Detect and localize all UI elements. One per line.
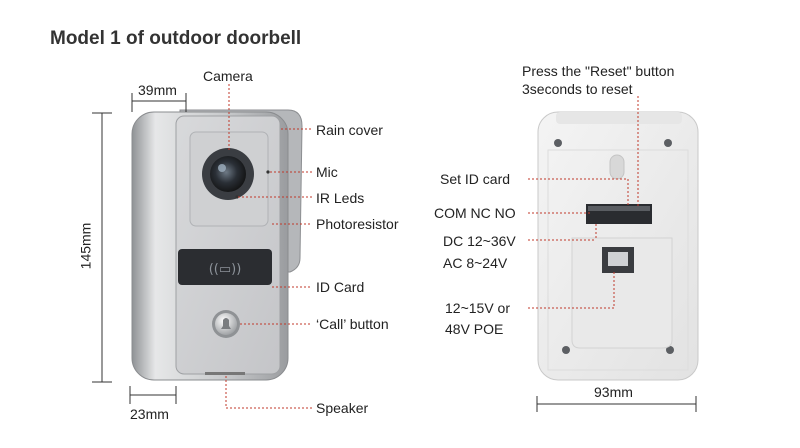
rj45-port-inner xyxy=(608,252,628,266)
front-callouts xyxy=(225,84,312,409)
set-id-card-label: Set ID card xyxy=(440,171,511,187)
screw-hole xyxy=(554,139,562,147)
photoresistor-label: Photoresistor xyxy=(316,216,399,232)
speaker-slot xyxy=(205,372,245,375)
camera-lens-glint xyxy=(218,164,226,172)
back-width-dimension-label: 93mm xyxy=(594,384,633,400)
mounting-slot xyxy=(609,154,625,180)
reset-instruction-line2: 3seconds to reset xyxy=(522,81,633,97)
depth-dimension-label: 23mm xyxy=(130,406,169,422)
screw-hole xyxy=(562,346,570,354)
ir-led-dot xyxy=(235,195,239,199)
poe-line2-label: 48V POE xyxy=(445,321,504,337)
call-button-label: ‘Call’ button xyxy=(316,316,389,332)
terminal-labels-strip xyxy=(588,206,650,211)
back-dimension-lines xyxy=(536,396,697,412)
width-dimension-label: 39mm xyxy=(138,82,177,98)
ir-leds-label: IR Leds xyxy=(316,190,365,206)
bell-icon xyxy=(221,318,231,329)
page-title: Model 1 of outdoor doorbell xyxy=(50,28,302,49)
mic-hole xyxy=(266,170,270,174)
back-callouts xyxy=(528,96,639,309)
screw-hole xyxy=(664,139,672,147)
height-dimension-label: 145mm xyxy=(77,222,94,270)
camera-label: Camera xyxy=(203,68,253,84)
lower-recess xyxy=(571,237,673,349)
dc-voltage-label: DC 12~36V xyxy=(443,233,516,249)
reset-instruction-line1: Press the "Reset" button xyxy=(522,63,675,79)
screw-hole xyxy=(666,346,674,354)
rfid-icon: ((▭)) xyxy=(209,262,242,277)
com-nc-no-label: COM NC NO xyxy=(434,205,516,221)
id-card-label: ID Card xyxy=(316,279,365,295)
poe-line1-label: 12~15V or xyxy=(445,300,510,316)
speaker-label: Speaker xyxy=(316,400,369,416)
front-dimension-lines xyxy=(92,93,187,404)
back-device xyxy=(537,111,699,381)
ac-voltage-label: AC 8~24V xyxy=(443,255,508,271)
id-card-reader xyxy=(178,249,272,285)
front-device: ((▭)) xyxy=(131,109,303,381)
mic-label: Mic xyxy=(316,164,338,180)
camera-lens xyxy=(210,156,246,192)
top-rim xyxy=(556,112,682,124)
rain-cover-label: Rain cover xyxy=(316,122,383,138)
inner-panel xyxy=(547,149,689,371)
